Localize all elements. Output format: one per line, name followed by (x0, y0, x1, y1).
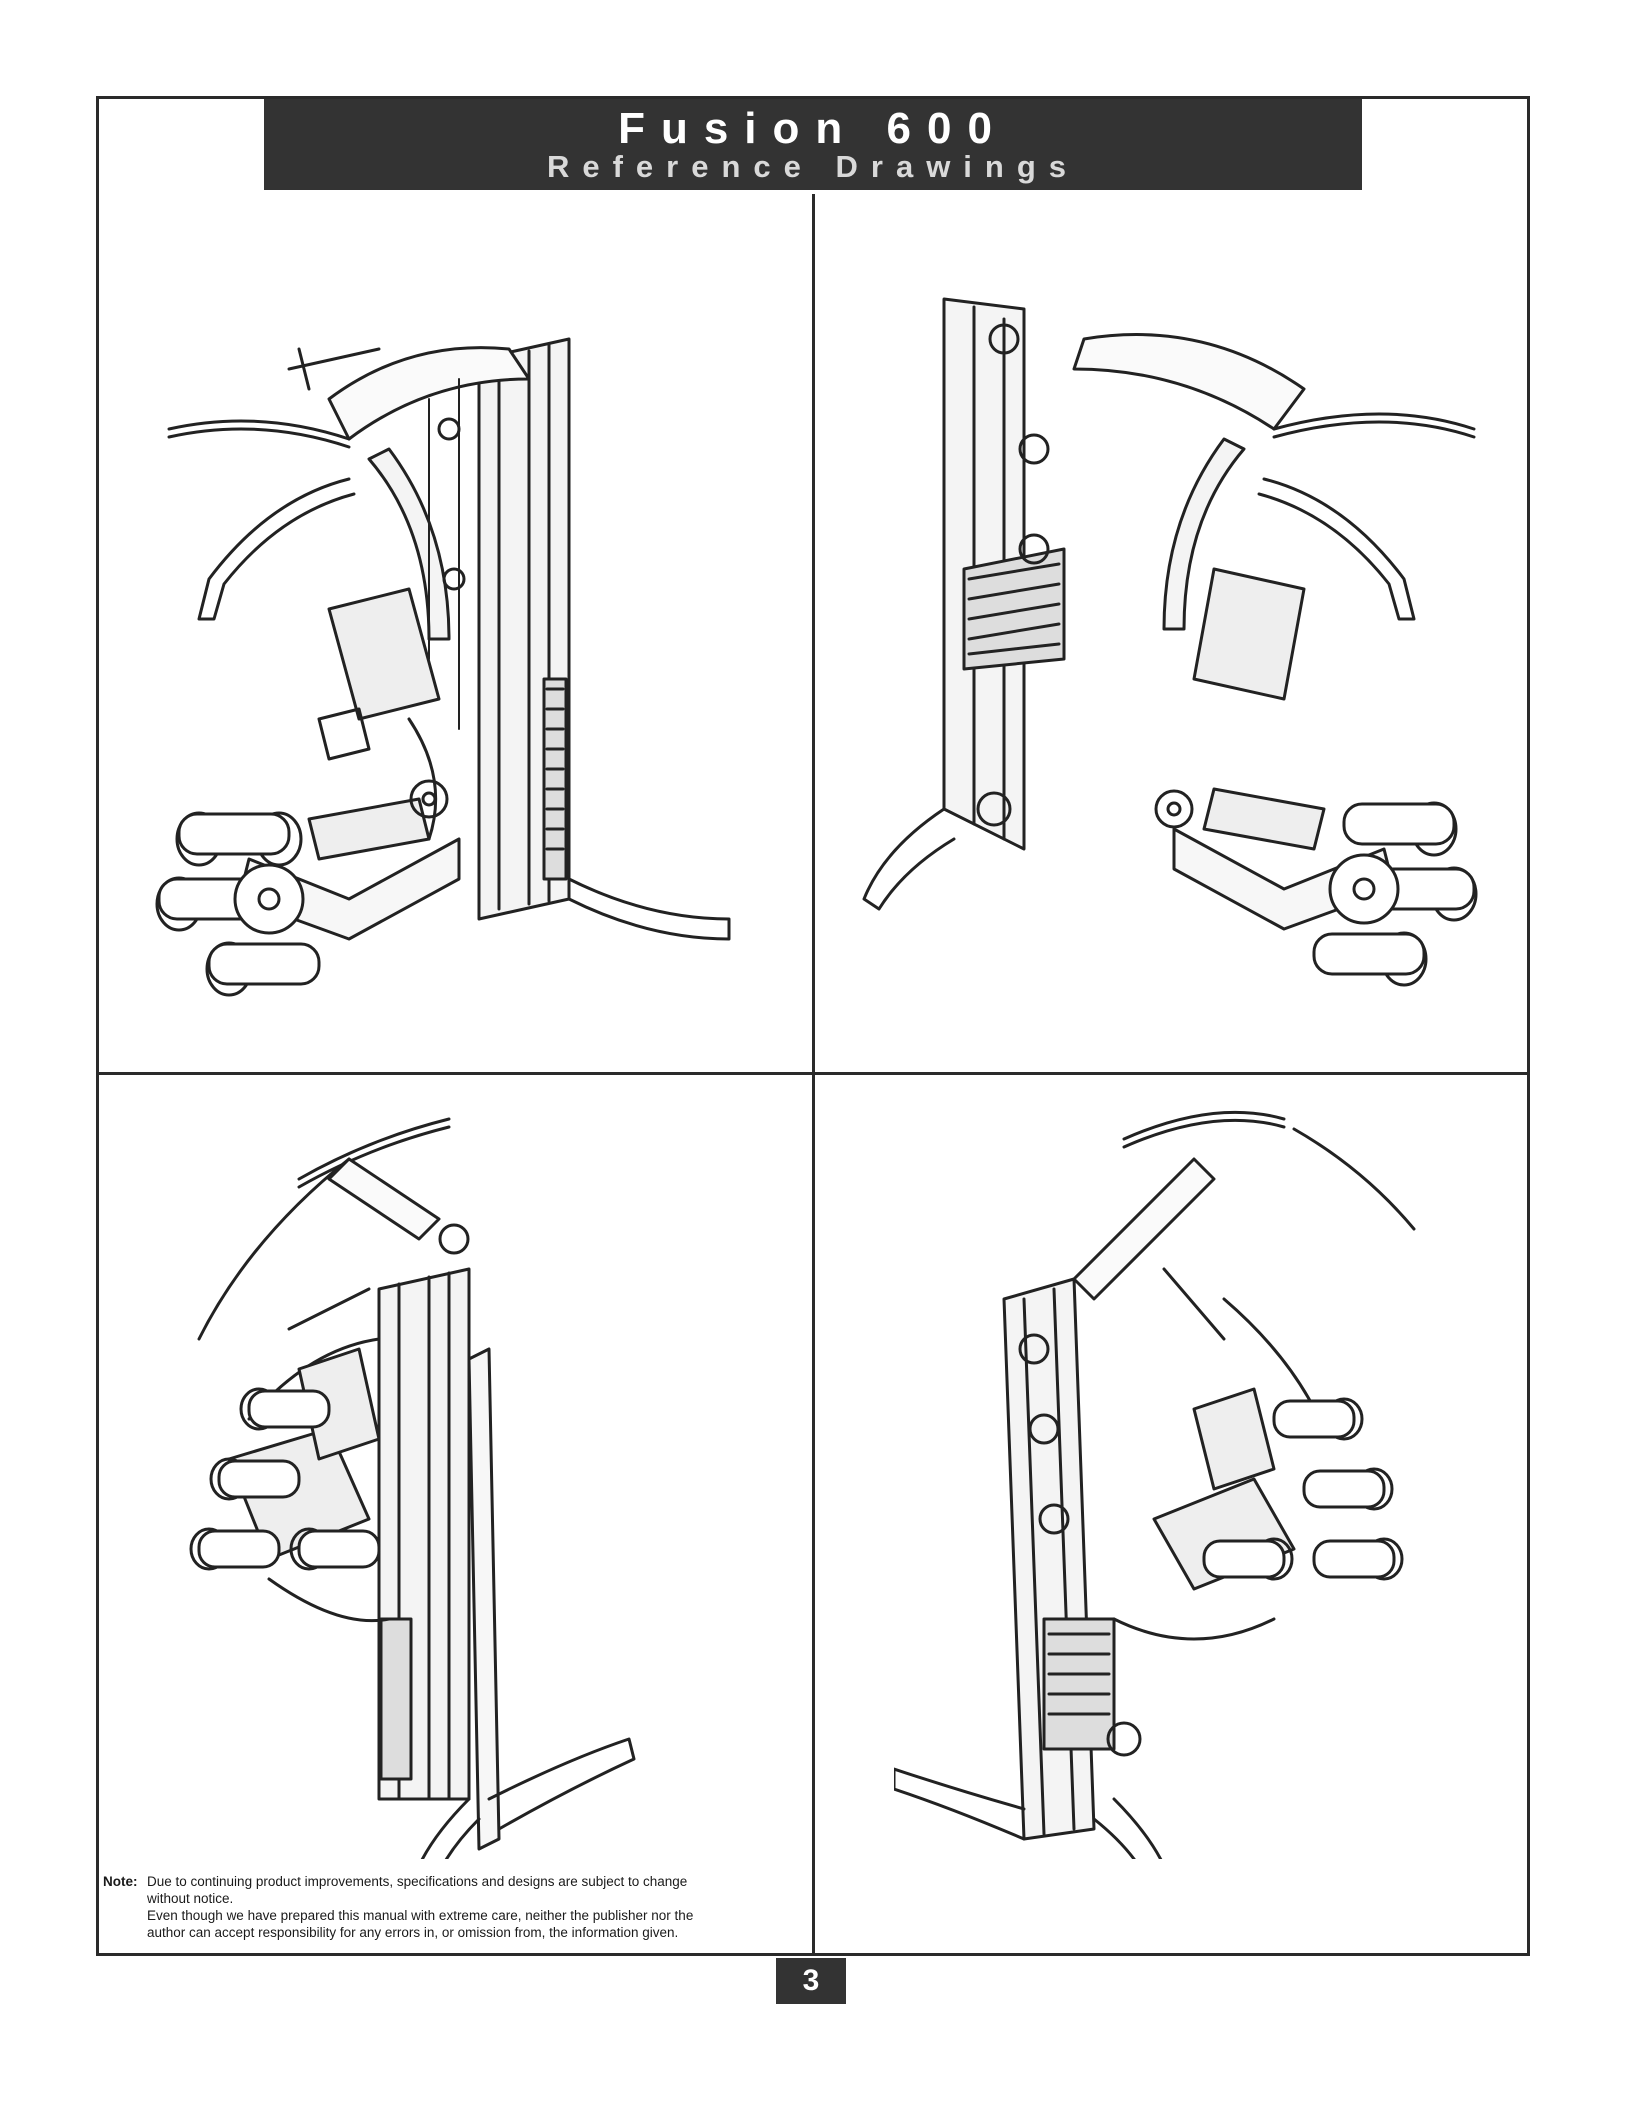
page-frame: Fusion 600 Reference Drawings (96, 96, 1530, 1956)
note-label: Note: (103, 1874, 138, 1889)
title-band: Fusion 600 Reference Drawings (264, 99, 1362, 190)
vertical-divider (812, 194, 815, 1956)
page-subtitle: Reference Drawings (546, 149, 1080, 184)
note-line-2: without notice. (147, 1891, 234, 1906)
drawing-front-right (844, 249, 1504, 1039)
drawing-rear-right (894, 1099, 1514, 1859)
drawing-rear-left (189, 1099, 809, 1859)
note-line-1: Due to continuing product improvements, … (147, 1874, 688, 1889)
disclaimer-note: Note: Due to continuing product improvem… (103, 1873, 803, 1941)
page-number: 3 (776, 1958, 846, 2004)
drawing-front-left (129, 279, 789, 1039)
page-title: Fusion 600 (618, 104, 1008, 153)
note-line-4: author can accept responsibility for any… (147, 1925, 679, 1940)
note-line-3: Even though we have prepared this manual… (147, 1908, 694, 1923)
horizontal-divider (99, 1072, 1527, 1075)
